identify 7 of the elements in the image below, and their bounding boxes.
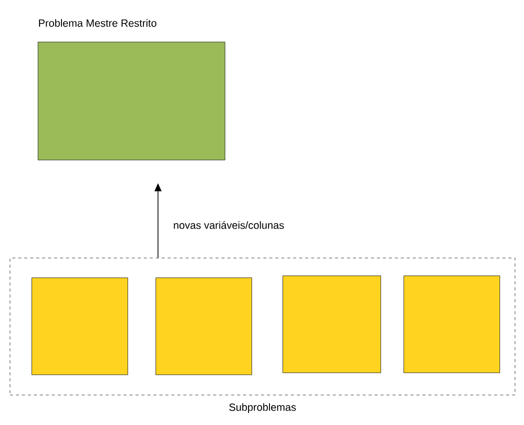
heading: Problema Mestre Restrito: [39, 19, 156, 27]
heading: Subproblemas: [229, 403, 296, 413]
square-box: [282, 276, 381, 373]
edge-label: novas variáveis/colunas: [172, 220, 286, 230]
square-box: [404, 276, 500, 373]
square-box: [156, 278, 252, 375]
square-box: [32, 278, 128, 375]
